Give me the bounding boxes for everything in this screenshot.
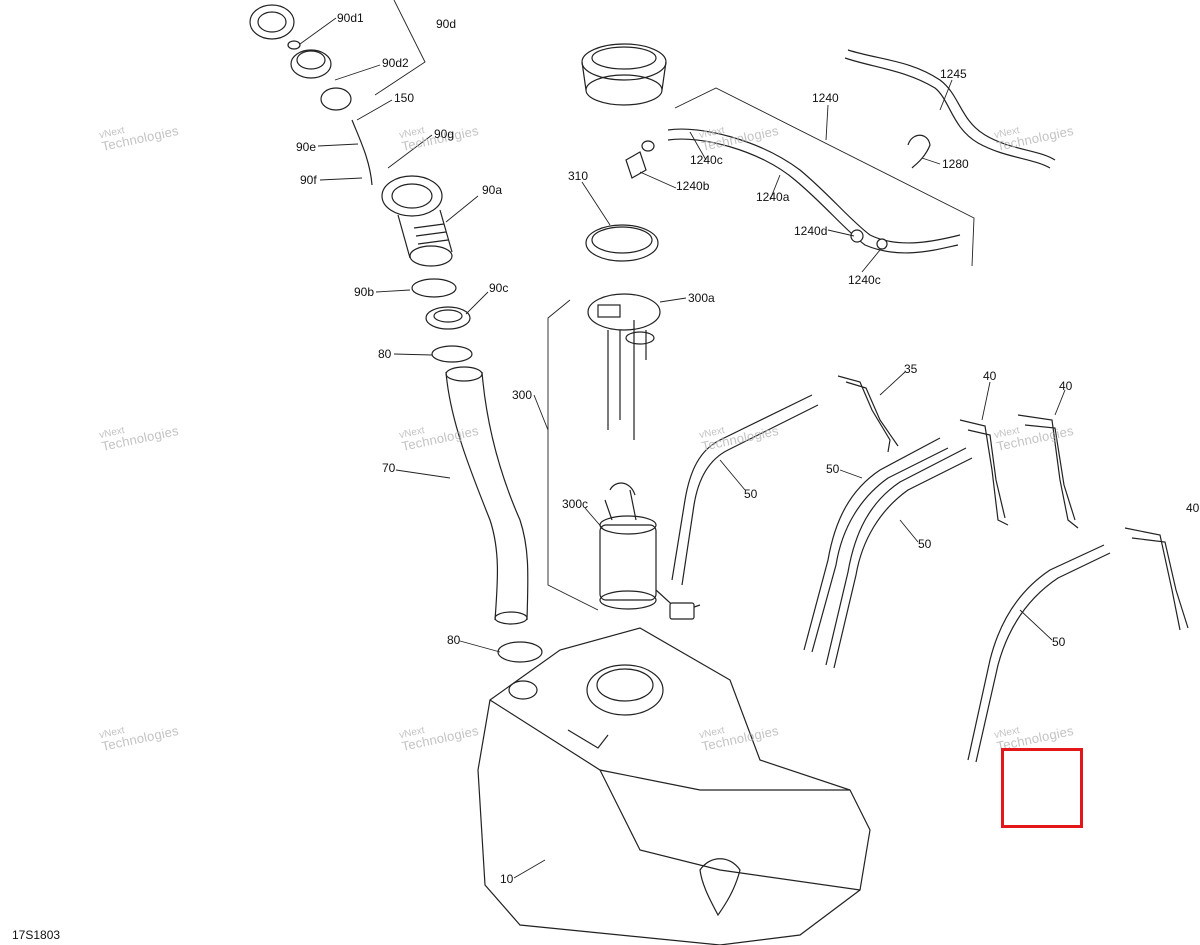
fill-hose bbox=[445, 371, 529, 621]
callout-50-center-low[interactable]: 50 bbox=[918, 537, 932, 551]
callout-310[interactable]: 310 bbox=[568, 169, 589, 183]
callout-1240d[interactable]: 1240d bbox=[794, 224, 828, 238]
callout-90b[interactable]: 90b bbox=[354, 285, 375, 299]
callout-70[interactable]: 70 bbox=[382, 461, 396, 475]
callout-1240c-top[interactable]: 1240c bbox=[690, 153, 723, 167]
check-valve bbox=[641, 140, 655, 152]
callout-40-mid[interactable]: 40 bbox=[1059, 379, 1073, 393]
clip-1280 bbox=[907, 134, 931, 169]
lock-ring bbox=[581, 43, 667, 106]
fuel-pump bbox=[599, 482, 701, 620]
callout-90a[interactable]: 90a bbox=[482, 183, 503, 197]
strap-40a bbox=[959, 419, 1009, 526]
strap-40b bbox=[1017, 414, 1079, 529]
filler-neck bbox=[381, 175, 453, 267]
callout-50-right[interactable]: 50 bbox=[1052, 635, 1066, 649]
callout-40-left[interactable]: 40 bbox=[983, 369, 997, 383]
callout-90d2[interactable]: 90d2 bbox=[382, 56, 409, 70]
strap-50a bbox=[671, 394, 819, 586]
fitting-1240d bbox=[850, 229, 864, 243]
callout-1240c-bottom[interactable]: 1240c bbox=[848, 273, 881, 287]
tether bbox=[351, 119, 373, 186]
callout-1280[interactable]: 1280 bbox=[942, 157, 969, 171]
callout-90g[interactable]: 90g bbox=[434, 127, 455, 141]
group-bracket-300 bbox=[547, 299, 599, 611]
callout-50-left[interactable]: 50 bbox=[744, 487, 758, 501]
fitting-1240b bbox=[625, 151, 647, 179]
leader-lines bbox=[299, 0, 1066, 879]
group-bracket-1240 bbox=[674, 87, 975, 267]
fitting-1240c bbox=[876, 238, 888, 250]
callout-90f[interactable]: 90f bbox=[300, 173, 317, 187]
breather-hose bbox=[844, 49, 1056, 169]
strap-40c bbox=[1124, 527, 1189, 631]
callout-90d[interactable]: 90d bbox=[436, 17, 457, 31]
strap-50b bbox=[803, 437, 949, 653]
clamp-top bbox=[431, 345, 473, 363]
callout-1245[interactable]: 1245 bbox=[940, 67, 967, 81]
clamp-bottom bbox=[497, 641, 543, 663]
callout-35[interactable]: 35 bbox=[904, 362, 918, 376]
fuel-cap bbox=[249, 4, 301, 50]
gasket bbox=[411, 278, 457, 298]
callout-90e[interactable]: 90e bbox=[296, 140, 317, 154]
callout-300[interactable]: 300 bbox=[512, 388, 533, 402]
callout-50-center[interactable]: 50 bbox=[826, 462, 840, 476]
callout-90c[interactable]: 90c bbox=[489, 281, 509, 295]
cap-body bbox=[290, 49, 352, 111]
highlight-box bbox=[1001, 748, 1083, 828]
callout-80-top[interactable]: 80 bbox=[378, 347, 392, 361]
callout-300c[interactable]: 300c bbox=[562, 497, 589, 511]
callout-300a[interactable]: 300a bbox=[688, 291, 715, 305]
strap-35 bbox=[837, 375, 899, 453]
vent-hose bbox=[667, 128, 961, 254]
callout-10[interactable]: 10 bbox=[500, 872, 514, 886]
strap-50c bbox=[825, 447, 973, 669]
seal-ring bbox=[585, 224, 659, 262]
fuel-pump-module bbox=[587, 293, 661, 440]
callout-40-right[interactable]: 40 bbox=[1186, 501, 1200, 515]
callout-90d1[interactable]: 90d1 bbox=[337, 11, 364, 25]
callout-1240b[interactable]: 1240b bbox=[676, 179, 710, 193]
callout-1240[interactable]: 1240 bbox=[812, 91, 839, 105]
fuel-tank bbox=[477, 627, 871, 945]
callout-150[interactable]: 150 bbox=[394, 91, 415, 105]
callout-80-bottom[interactable]: 80 bbox=[447, 633, 461, 647]
diagram-code: 17S1803 bbox=[12, 928, 61, 942]
callout-1240a[interactable]: 1240a bbox=[756, 190, 790, 204]
strap-50d bbox=[967, 544, 1111, 763]
